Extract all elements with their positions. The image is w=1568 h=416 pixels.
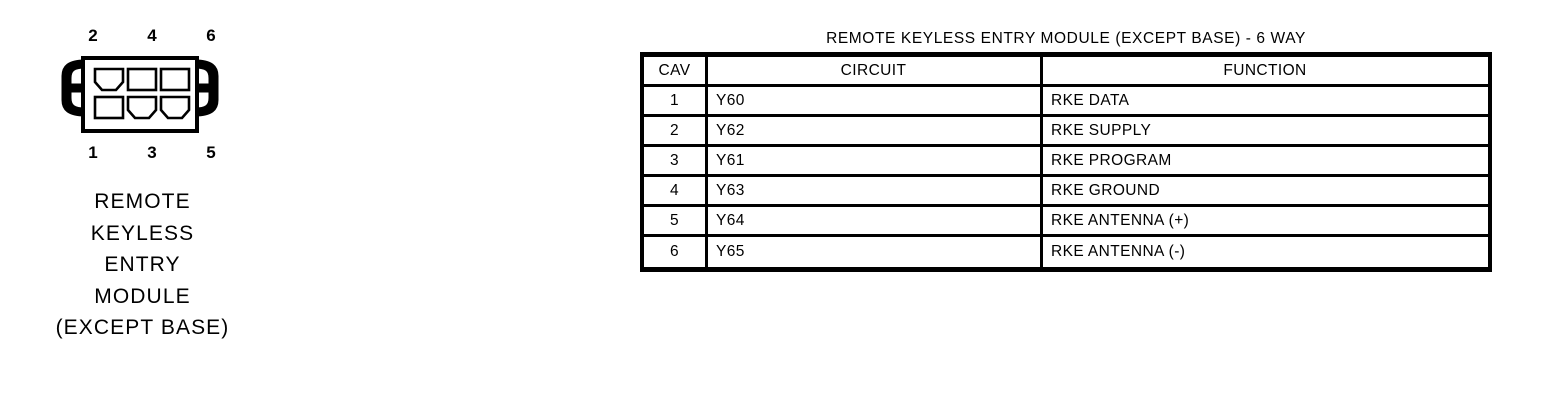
cavity-pin-6 (159, 67, 191, 92)
cell-circuit: Y61 (708, 147, 1043, 177)
pin-number-6: 6 (206, 26, 216, 45)
pinout-table-title: REMOTE KEYLESS ENTRY MODULE (EXCEPT BASE… (826, 30, 1306, 47)
cell-cav: 2 (644, 117, 708, 147)
table-row: 3 Y61 RKE PROGRAM (644, 147, 1488, 177)
cavity-pin-2 (93, 67, 125, 92)
cell-circuit: Y62 (708, 117, 1043, 147)
connector-caption-line-1: REMOTE (94, 190, 191, 213)
connector-caption: REMOTE KEYLESS ENTRY MODULE (EXCEPT BASE… (0, 186, 285, 344)
cell-cav: 4 (644, 177, 708, 207)
table-header-row: CAV CIRCUIT FUNCTION (644, 57, 1488, 87)
table-row: 5 Y64 RKE ANTENNA (+) (644, 207, 1488, 237)
pin-number-5: 5 (206, 143, 216, 162)
cavity-pin-5 (159, 95, 191, 120)
cell-function: RKE ANTENNA (+) (1043, 207, 1488, 237)
connector-caption-line-2: KEYLESS (90, 221, 195, 245)
pinout-table-header: CAV CIRCUIT FUNCTION (644, 57, 1488, 87)
cavity-pin-4 (126, 67, 158, 92)
pin-number-1: 1 (88, 143, 98, 162)
pin-number-row-top: 2 4 6 (82, 27, 222, 45)
cavity-pin-3 (126, 95, 158, 120)
cell-function: RKE PROGRAM (1043, 147, 1488, 177)
table-row: 2 Y62 RKE SUPPLY (644, 117, 1488, 147)
connector-caption-line-4: MODULE (94, 284, 191, 308)
cavity-pin-1 (93, 95, 125, 120)
pinout-table-body: 1 Y60 RKE DATA 2 Y62 RKE SUPPLY 3 Y61 RK… (644, 87, 1488, 267)
connector-caption-line-3: ENTRY (104, 253, 181, 276)
pinout-table-panel: REMOTE KEYLESS ENTRY MODULE (EXCEPT BASE… (640, 30, 1492, 272)
connector-body-graphic (61, 56, 219, 133)
pin-number-3: 3 (147, 143, 157, 162)
column-header-circuit: CIRCUIT (708, 57, 1043, 87)
pin-number-2: 2 (88, 26, 98, 45)
connector-caption-line-5: (EXCEPT BASE) (55, 316, 230, 339)
cell-cav: 5 (644, 207, 708, 237)
column-header-function: FUNCTION (1043, 57, 1488, 87)
cell-cav: 3 (644, 147, 708, 177)
cell-function: RKE ANTENNA (-) (1043, 237, 1488, 267)
column-header-cav: CAV (644, 57, 708, 87)
cell-function: RKE DATA (1043, 87, 1488, 117)
cell-cav: 6 (644, 237, 708, 267)
table-row: 1 Y60 RKE DATA (644, 87, 1488, 117)
pin-number-4: 4 (147, 26, 157, 45)
cell-cav: 1 (644, 87, 708, 117)
cell-circuit: Y65 (708, 237, 1043, 267)
cell-function: RKE GROUND (1043, 177, 1488, 207)
cell-function: RKE SUPPLY (1043, 117, 1488, 147)
cell-circuit: Y60 (708, 87, 1043, 117)
pinout-table: CAV CIRCUIT FUNCTION 1 Y60 RKE DATA 2 Y6… (640, 52, 1492, 272)
cell-circuit: Y63 (708, 177, 1043, 207)
pin-number-row-bottom: 1 3 5 (82, 144, 222, 162)
cell-circuit: Y64 (708, 207, 1043, 237)
table-row: 6 Y65 RKE ANTENNA (-) (644, 237, 1488, 267)
connector-diagram-panel: 2 4 6 1 3 5 REMOTE KEYLESS ENTRY MODULE … (0, 0, 300, 360)
table-row: 4 Y63 RKE GROUND (644, 177, 1488, 207)
